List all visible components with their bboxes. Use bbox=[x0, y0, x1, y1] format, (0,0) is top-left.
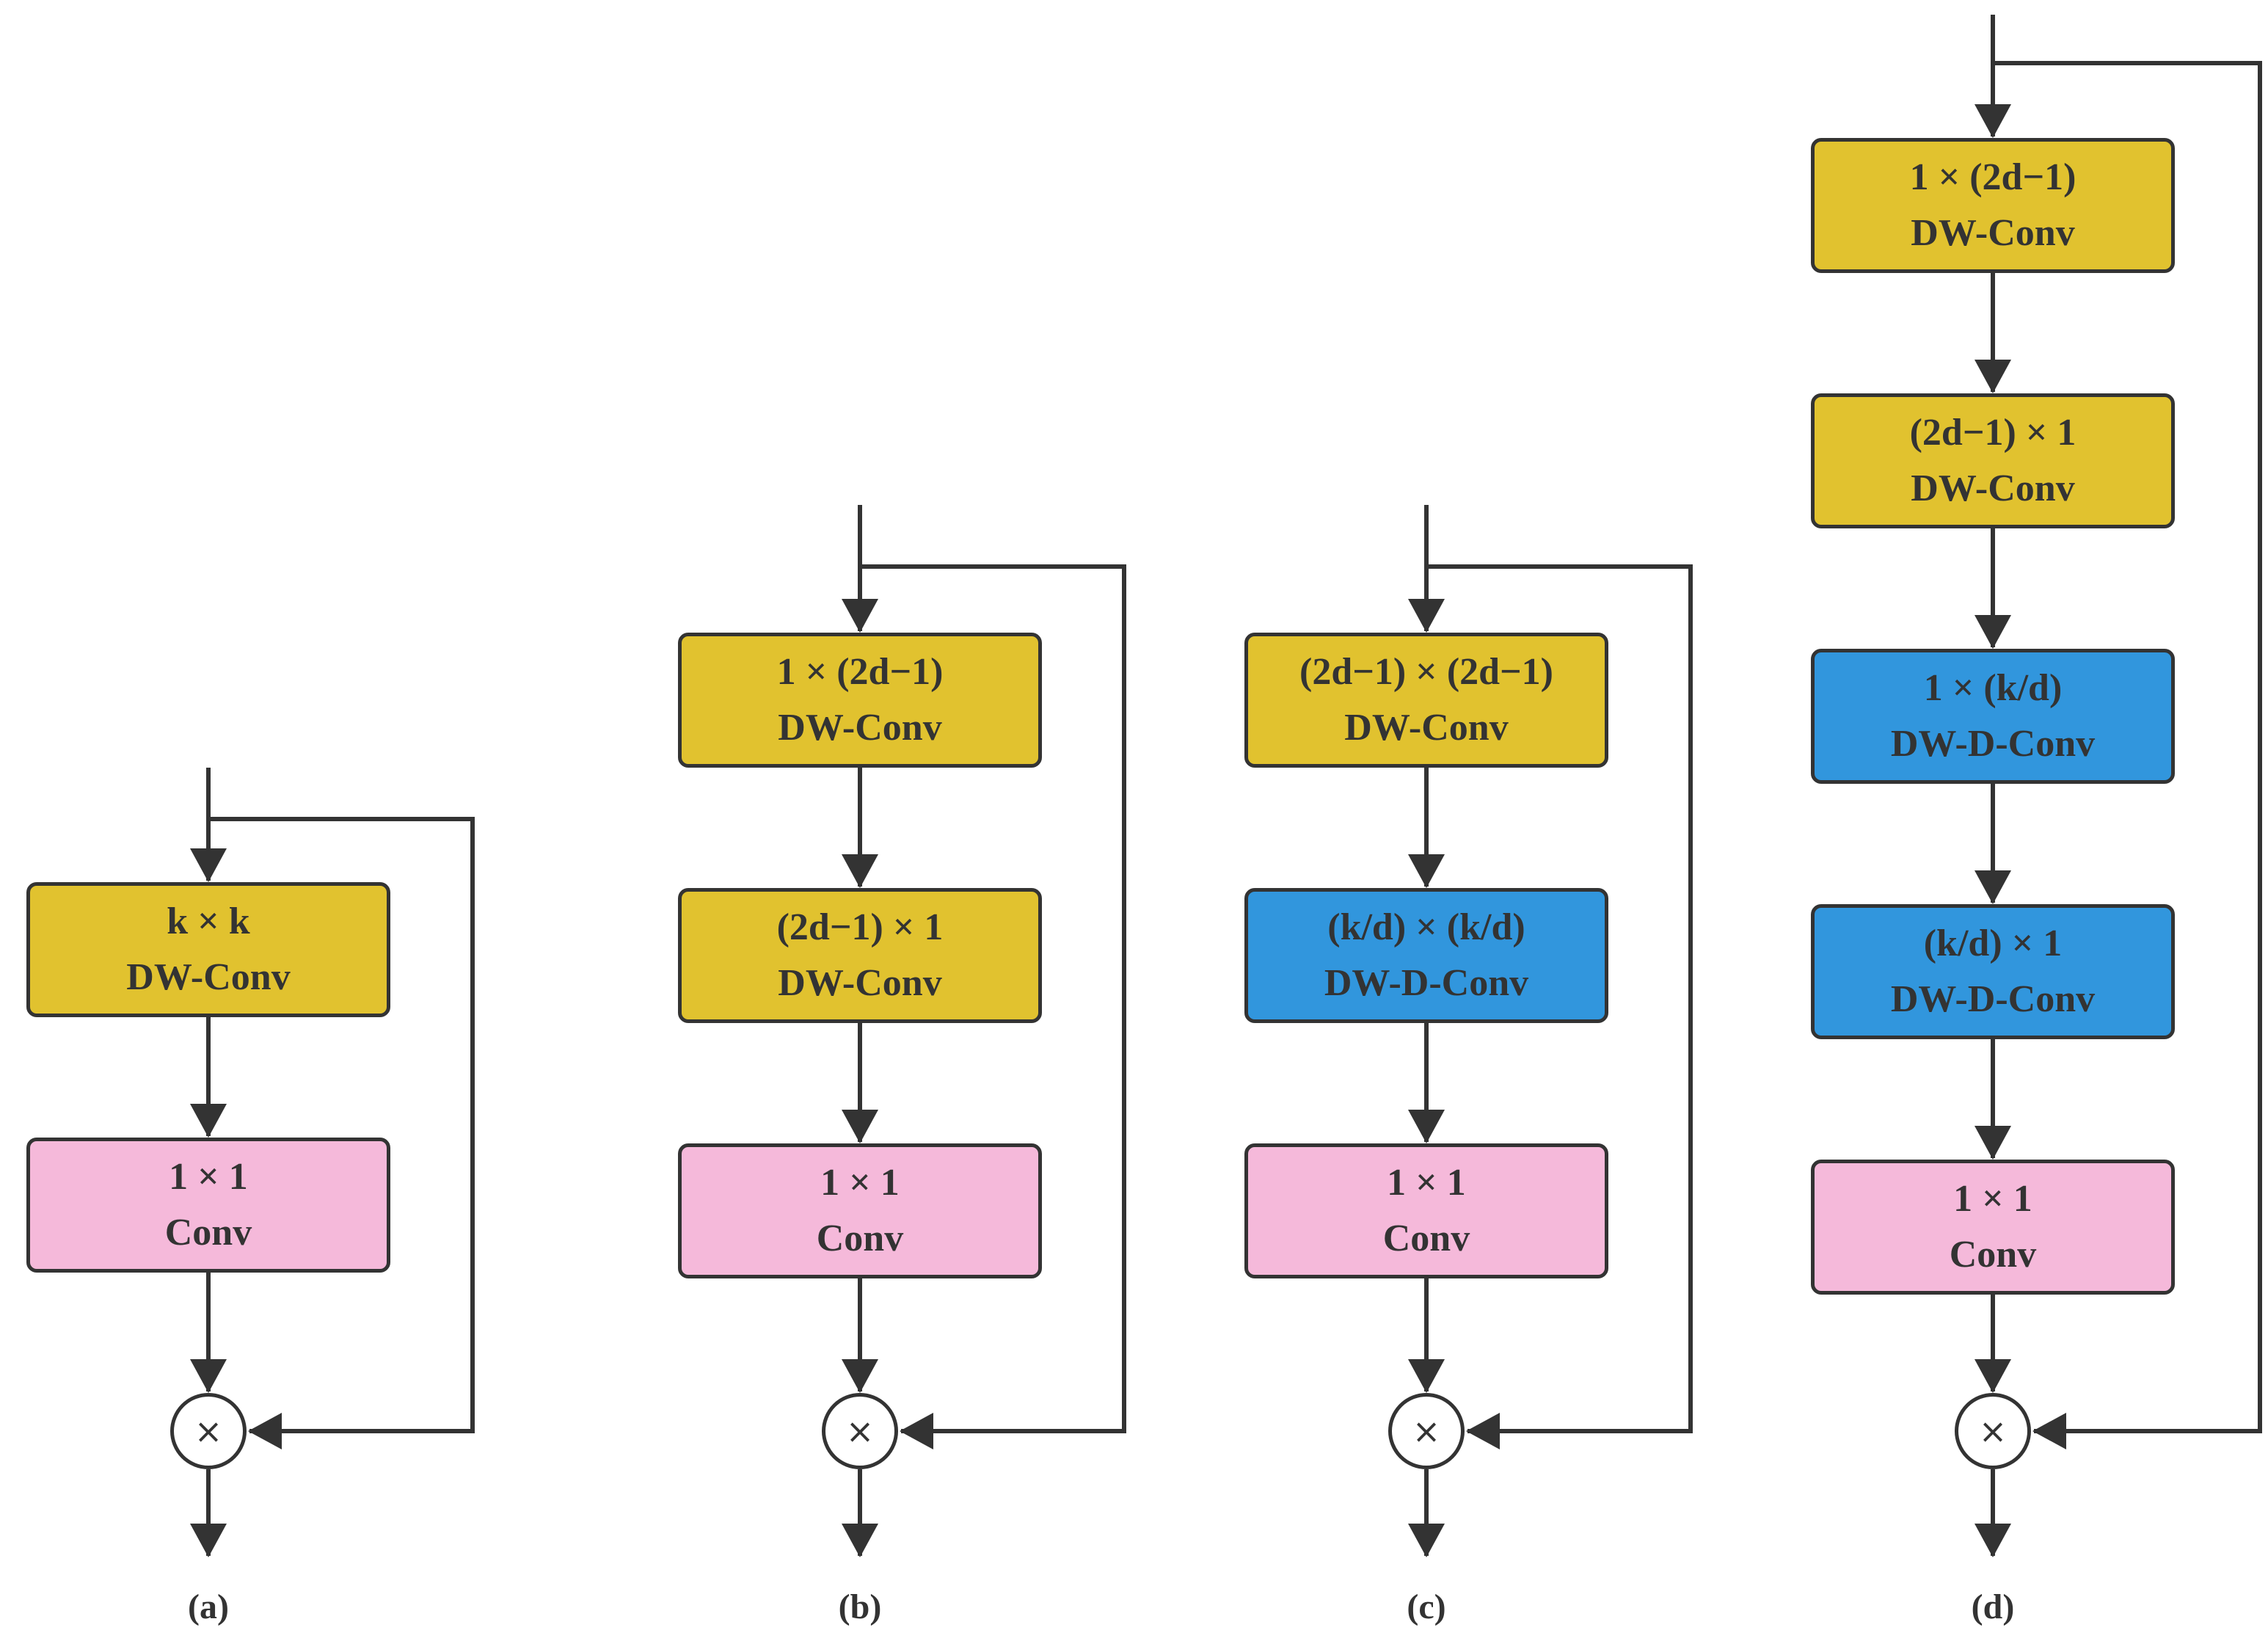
panel-c-block-dw-conv: (2d−1) × (2d−1) DW-Conv bbox=[1244, 633, 1608, 768]
panel-a-skip-connection bbox=[208, 817, 475, 1449]
block-type-label: DW-D-Conv bbox=[1890, 723, 2096, 765]
panel-b-block-pointwise-conv: 1 × 1 Conv bbox=[678, 1143, 1042, 1278]
block-kernel-label: 1 × 1 bbox=[169, 1156, 248, 1198]
panel-d-block-pointwise-conv: 1 × 1 Conv bbox=[1811, 1160, 2175, 1295]
panel-d-multiply-node: × bbox=[1955, 1393, 2031, 1469]
panel-b-caption: (b) bbox=[838, 1587, 882, 1626]
block-type-label: DW-Conv bbox=[778, 962, 942, 1004]
block-type-label: DW-Conv bbox=[1911, 467, 2075, 509]
block-kernel-label: 1 × 1 bbox=[1953, 1178, 2032, 1220]
panel-d-block-dw-d-conv: 1 × (k/d) DW-D-Conv bbox=[1811, 649, 2175, 784]
block-kernel-label: k × k bbox=[167, 900, 250, 942]
block-kernel-label: 1 × (2d−1) bbox=[1909, 156, 2076, 198]
panel-a-caption: (a) bbox=[188, 1587, 229, 1626]
panel-a-multiply-node: × bbox=[170, 1393, 247, 1469]
block-type-label: DW-D-Conv bbox=[1324, 962, 1529, 1004]
panel-d-caption: (d) bbox=[1971, 1587, 2015, 1626]
panel-d-block-dw-conv: (2d−1) × 1 DW-Conv bbox=[1811, 393, 2175, 528]
block-type-label: Conv bbox=[164, 1212, 252, 1254]
block-kernel-label: (k/d) × 1 bbox=[1923, 923, 2063, 964]
block-type-label: Conv bbox=[1949, 1234, 2037, 1276]
block-kernel-label: (2d−1) × 1 bbox=[1909, 412, 2076, 454]
panel-a-block-dw-conv: k × k DW-Conv bbox=[26, 882, 390, 1017]
block-kernel-label: (2d−1) × (2d−1) bbox=[1299, 651, 1553, 693]
panel-c-block-dw-d-conv: (k/d) × (k/d) DW-D-Conv bbox=[1244, 888, 1608, 1023]
block-type-label: DW-Conv bbox=[1344, 707, 1509, 749]
panel-c-caption: (c) bbox=[1407, 1587, 1446, 1626]
block-kernel-label: (2d−1) × 1 bbox=[776, 906, 944, 948]
block-type-label: DW-D-Conv bbox=[1890, 978, 2096, 1020]
block-type-label: DW-Conv bbox=[1911, 212, 2075, 254]
block-kernel-label: (k/d) × (k/d) bbox=[1327, 906, 1525, 948]
panel-b-skip-connection bbox=[860, 564, 1126, 1449]
panel-b-block-dw-conv: 1 × (2d−1) DW-Conv bbox=[678, 633, 1042, 768]
panel-b-block-dw-conv: (2d−1) × 1 DW-Conv bbox=[678, 888, 1042, 1023]
panel-a-block-pointwise-conv: 1 × 1 Conv bbox=[26, 1138, 390, 1273]
block-kernel-label: 1 × 1 bbox=[1387, 1162, 1466, 1204]
panel-d-block-dw-conv: 1 × (2d−1) DW-Conv bbox=[1811, 138, 2175, 273]
panel-c-skip-connection bbox=[1426, 564, 1693, 1449]
block-type-label: Conv bbox=[816, 1218, 904, 1259]
panel-c-multiply-node: × bbox=[1388, 1393, 1465, 1469]
panel-d-skip-connection bbox=[1993, 61, 2262, 1449]
panel-b-multiply-node: × bbox=[822, 1393, 898, 1469]
panel-d-block-dw-d-conv: (k/d) × 1 DW-D-Conv bbox=[1811, 904, 2175, 1039]
block-type-label: Conv bbox=[1382, 1218, 1470, 1259]
block-kernel-label: 1 × (k/d) bbox=[1923, 667, 2063, 709]
block-type-label: DW-Conv bbox=[778, 707, 942, 749]
panel-c-block-pointwise-conv: 1 × 1 Conv bbox=[1244, 1143, 1608, 1278]
block-kernel-label: 1 × 1 bbox=[820, 1162, 900, 1204]
block-kernel-label: 1 × (2d−1) bbox=[776, 651, 944, 693]
block-type-label: DW-Conv bbox=[126, 956, 291, 998]
